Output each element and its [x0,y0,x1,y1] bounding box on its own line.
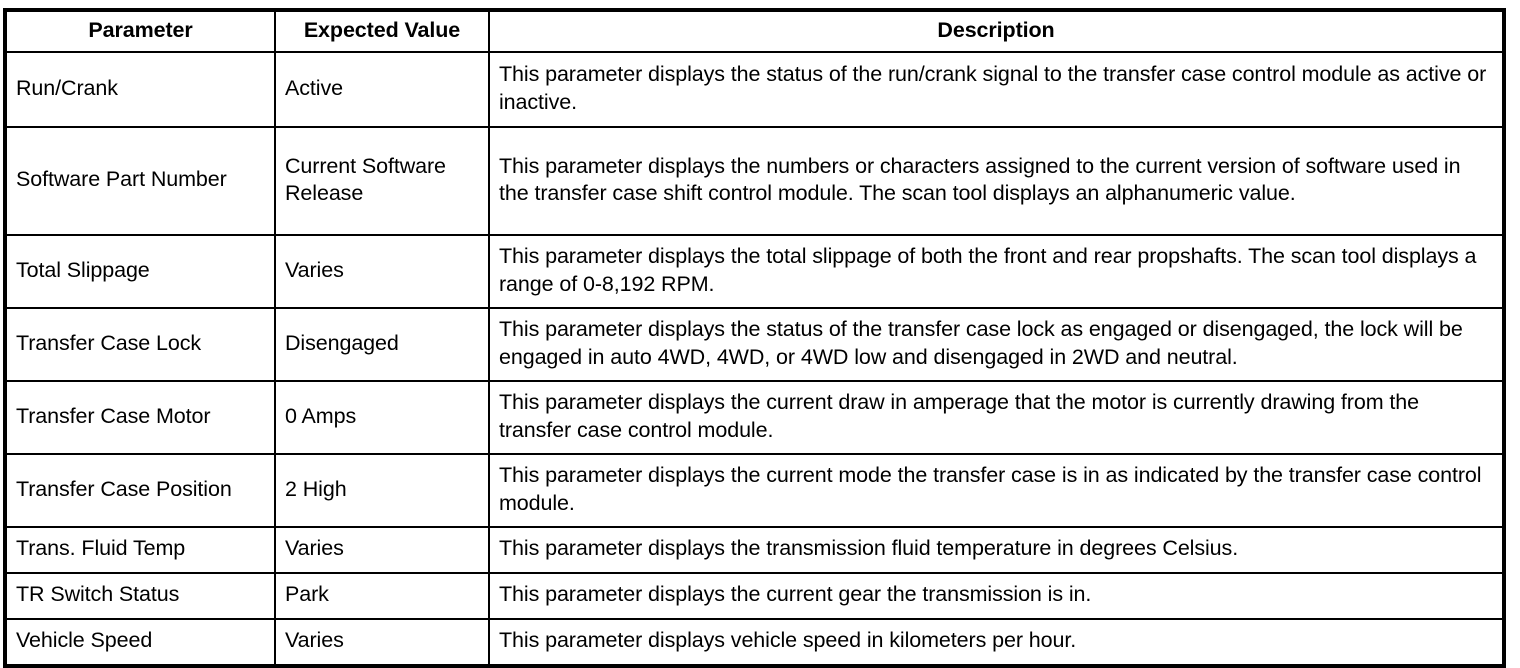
table-header-row: Parameter Expected Value Description [4,9,1505,53]
cell-description: This parameter displays the status of th… [488,50,1505,128]
cell-expected-value: Current Software Release [274,125,490,236]
cell-expected-value: Disengaged [274,306,490,382]
cell-expected-value: Varies [274,233,490,309]
table-row: Transfer Case Position 2 High This param… [4,452,1505,528]
cell-description: This parameter displays the transmission… [488,525,1505,574]
page-root: Parameter Expected Value Description Run… [3,8,1506,668]
cell-description: This parameter displays the total slippa… [488,233,1505,309]
table-row: Total Slippage Varies This parameter dis… [4,233,1505,309]
table-header: Parameter Expected Value Description [4,9,1505,53]
cell-parameter: Vehicle Speed [4,617,276,667]
table-row: Software Part Number Current Software Re… [4,125,1505,236]
cell-parameter: Total Slippage [4,233,276,309]
cell-parameter: Transfer Case Lock [4,306,276,382]
table-row: Vehicle Speed Varies This parameter disp… [4,617,1505,667]
cell-expected-value: Varies [274,525,490,574]
cell-parameter: TR Switch Status [4,571,276,620]
cell-expected-value: 2 High [274,452,490,528]
cell-description: This parameter displays the current mode… [488,452,1505,528]
cell-description: This parameter displays the numbers or c… [488,125,1505,236]
table-row: Trans. Fluid Temp Varies This parameter … [4,525,1505,574]
cell-parameter: Trans. Fluid Temp [4,525,276,574]
cell-expected-value: Active [274,50,490,128]
column-header-parameter: Parameter [4,9,276,53]
cell-parameter: Transfer Case Position [4,452,276,528]
table-row: Transfer Case Lock Disengaged This param… [4,306,1505,382]
table-row: TR Switch Status Park This parameter dis… [4,571,1505,620]
table-body: Run/Crank Active This parameter displays… [4,50,1505,667]
cell-parameter: Transfer Case Motor [4,379,276,455]
cell-expected-value: Park [274,571,490,620]
table-row: Transfer Case Motor 0 Amps This paramete… [4,379,1505,455]
cell-description: This parameter displays the status of th… [488,306,1505,382]
cell-description: This parameter displays the current gear… [488,571,1505,620]
cell-expected-value: Varies [274,617,490,667]
cell-parameter: Run/Crank [4,50,276,128]
cell-expected-value: 0 Amps [274,379,490,455]
column-header-description: Description [488,9,1505,53]
parameter-table: Parameter Expected Value Description Run… [3,8,1506,668]
cell-parameter: Software Part Number [4,125,276,236]
cell-description: This parameter displays vehicle speed in… [488,617,1505,667]
table-row: Run/Crank Active This parameter displays… [4,50,1505,128]
column-header-expected-value: Expected Value [274,9,490,53]
cell-description: This parameter displays the current draw… [488,379,1505,455]
